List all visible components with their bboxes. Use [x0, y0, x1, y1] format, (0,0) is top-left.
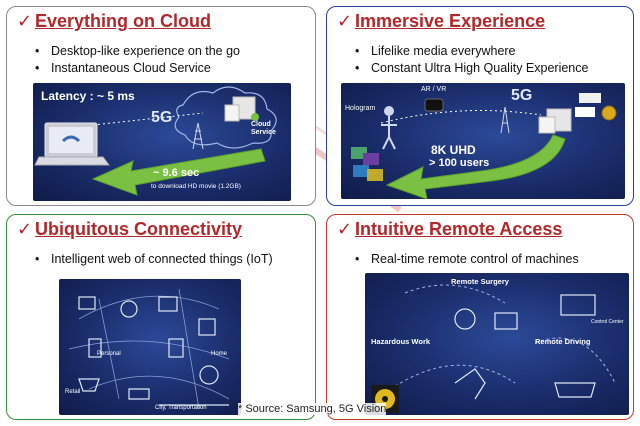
- panel-title: ✓Ubiquitous Connectivity: [17, 219, 242, 240]
- network-label: 5G: [511, 87, 533, 104]
- bullet-item: Intelligent web of connected things (IoT…: [35, 251, 273, 268]
- bullet-item: Real-time remote control of machines: [355, 251, 579, 268]
- home-label: Home: [211, 351, 228, 357]
- check-icon: ✓: [337, 11, 353, 32]
- city-label: City, Transportation: [155, 405, 207, 411]
- network-label: 5G: [151, 109, 173, 126]
- users-label: > 100 users: [429, 157, 490, 169]
- source-caption: * Source: Samsung, 5G Vision: [238, 403, 387, 415]
- arvr-label: AR / VR: [421, 86, 447, 93]
- panel-intuitive-remote-access: ✓Intuitive Remote Access Real-time remot…: [326, 214, 634, 420]
- iot-illustration: Personal Home Retail City, Transportatio…: [59, 279, 241, 415]
- panel-ubiquitous-connectivity: ✓Ubiquitous Connectivity Intelligent web…: [6, 214, 316, 420]
- control-center-label: Control Center: [591, 319, 624, 325]
- panel-title: ✓Intuitive Remote Access: [337, 219, 563, 240]
- bullet-item: Constant Ultra High Quality Experience: [355, 60, 588, 77]
- bullet-list: Real-time remote control of machines: [355, 251, 579, 268]
- driving-label: Remote Driving: [535, 337, 591, 346]
- remote-illustration: Remote Surgery Hazardous Work Remote Dri…: [365, 273, 629, 415]
- uhd-label: 8K UHD: [431, 143, 476, 157]
- check-icon: ✓: [337, 219, 353, 240]
- bullet-list: Intelligent web of connected things (IoT…: [35, 251, 273, 268]
- bullet-list: Lifelike media everywhere Constant Ultra…: [355, 43, 588, 77]
- bullet-item: Lifelike media everywhere: [355, 43, 588, 60]
- latency-label: Latency : ~ 5 ms: [41, 89, 135, 103]
- download-label: to download HD movie (1.2GB): [151, 183, 241, 190]
- panel-title: ✓Everything on Cloud: [17, 11, 212, 32]
- retail-label: Retail: [65, 389, 81, 395]
- hazard-label: Hazardous Work: [371, 337, 431, 346]
- personal-label: Personal: [97, 351, 121, 357]
- surgery-label: Remote Surgery: [451, 277, 509, 286]
- cloud-service-label: Cloud Service: [251, 121, 276, 136]
- check-icon: ✓: [17, 11, 33, 32]
- panel-title: ✓Immersive Experience: [337, 11, 546, 32]
- immersive-illustration: AR / VR Hologram 5G 8K UHD > 100 users: [341, 83, 625, 199]
- panel-immersive-experience: ✓Immersive Experience Lifelike media eve…: [326, 6, 634, 206]
- time-label: ~ 9.6 sec: [153, 167, 200, 179]
- bullet-list: Desktop-like experience on the go Instan…: [35, 43, 240, 77]
- panel-everything-on-cloud: ✓Everything on Cloud Desktop-like experi…: [6, 6, 316, 206]
- bullet-item: Desktop-like experience on the go: [35, 43, 240, 60]
- check-icon: ✓: [17, 219, 33, 240]
- cloud-illustration: Latency : ~ 5 ms 5G Cloud Service ~ 9.6 …: [33, 83, 291, 201]
- hologram-label: Hologram: [345, 105, 376, 112]
- bullet-item: Instantaneous Cloud Service: [35, 60, 240, 77]
